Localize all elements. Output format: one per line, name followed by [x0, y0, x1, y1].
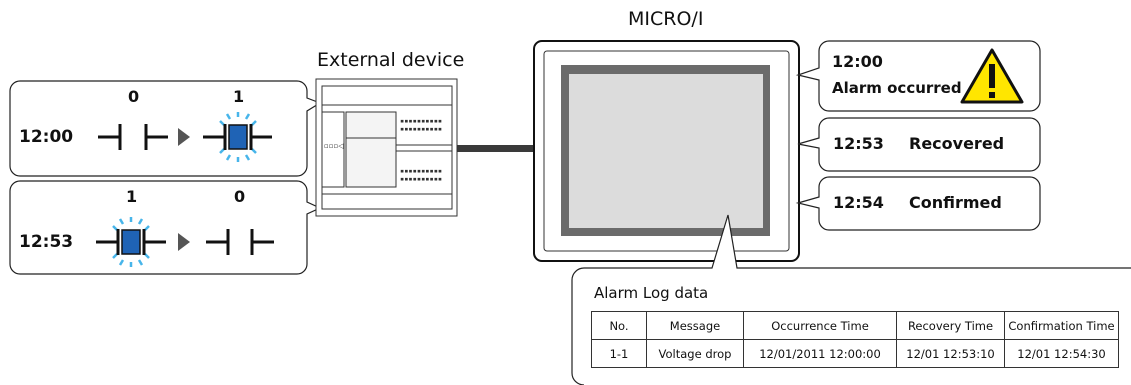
alarm-log-table: No. Message Occurrence Time Recovery Tim… — [591, 311, 1119, 368]
ladder-panel-1 — [9, 80, 322, 177]
table-cell: Voltage drop — [646, 339, 744, 368]
plc-device: ▫▫▫◁ ▪▪▪▪▪▪▪▪▪▪ ▪▪▪▪▪▪▪▪▪▪ ▪▪▪▪▪▪▪▪▪▪ ▪▪… — [315, 78, 458, 217]
arrow-right-icon — [178, 233, 190, 251]
contact-state-before-2: 1 — [126, 187, 138, 206]
table-header-row: No. Message Occurrence Time Recovery Tim… — [591, 311, 1119, 340]
contact-state-after-1: 1 — [233, 87, 245, 106]
svg-text:▪▪▪▪▪▪▪▪▪▪: ▪▪▪▪▪▪▪▪▪▪ — [400, 167, 442, 175]
hmi-device — [533, 40, 800, 262]
contact-on-icon — [203, 110, 272, 164]
svg-text:▪▪▪▪▪▪▪▪▪▪: ▪▪▪▪▪▪▪▪▪▪ — [400, 125, 442, 133]
contact-state-after-2: 0 — [234, 187, 246, 206]
alarm-log-title: Alarm Log data — [594, 284, 709, 302]
alarm-time-1: 12:00 — [832, 52, 883, 71]
svg-text:▪▪▪▪▪▪▪▪▪▪: ▪▪▪▪▪▪▪▪▪▪ — [400, 175, 442, 183]
alarm-callout-2 — [797, 117, 1041, 172]
column-header: Occurrence Time — [743, 311, 897, 340]
column-header: Message — [646, 311, 744, 340]
column-header: Confirmation Time — [1004, 311, 1119, 340]
svg-text:▪▪▪▪▪▪▪▪▪▪: ▪▪▪▪▪▪▪▪▪▪ — [400, 117, 442, 125]
ladder-time-2: 12:53 — [19, 232, 74, 252]
alarm-text-1: Alarm occurred — [832, 79, 962, 97]
alarm-text-2: Recovered — [909, 134, 1005, 153]
svg-text:▫▫▫◁: ▫▫▫◁ — [324, 142, 344, 150]
arrow-right-icon — [178, 128, 190, 146]
alarm-time-2: 12:53 — [833, 134, 884, 153]
table-cell: 1-1 — [591, 339, 647, 368]
contact-state-before-1: 0 — [128, 87, 140, 106]
alarm-text-3: Confirmed — [909, 193, 1002, 212]
column-header: Recovery Time — [896, 311, 1005, 340]
table-cell: 12/01/2011 12:00:00 — [743, 339, 897, 368]
cable — [456, 145, 534, 152]
device-label: External device — [317, 49, 465, 71]
contact-off-icon — [206, 229, 274, 255]
table-row: 1-1 Voltage drop 12/01/2011 12:00:00 12/… — [591, 339, 1119, 368]
ladder-time-1: 12:00 — [19, 127, 74, 147]
contact-off-icon — [98, 124, 168, 150]
ladder-panel-2 — [9, 180, 322, 275]
table-cell: 12/01 12:53:10 — [896, 339, 1005, 368]
column-header: No. — [591, 311, 647, 340]
hmi-label: MICRO/I — [628, 8, 704, 30]
alarm-time-3: 12:54 — [833, 193, 884, 212]
alarm-callout-3 — [795, 176, 1041, 231]
table-cell: 12/01 12:54:30 — [1004, 339, 1119, 368]
contact-on-icon — [96, 215, 166, 269]
